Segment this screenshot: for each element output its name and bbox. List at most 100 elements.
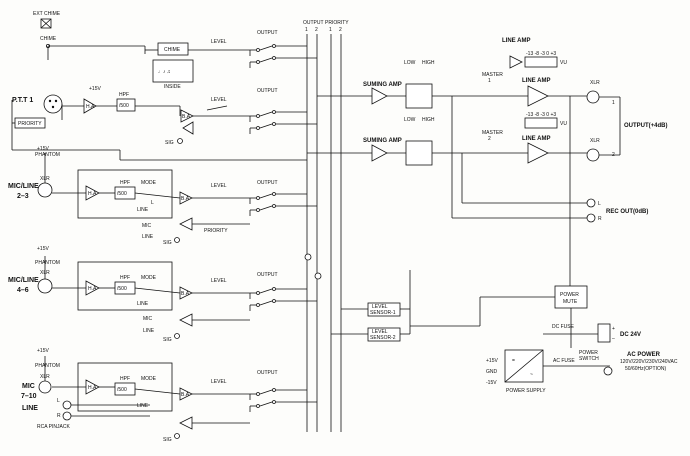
- xlr-input-icon[interactable]: [37, 278, 53, 294]
- level-sensor-1-b: SENSOR-1: [370, 310, 396, 316]
- rca-jack-r-icon[interactable]: [62, 411, 72, 421]
- ptt1-15v: +15V: [89, 86, 101, 92]
- level-sensor-2-b: SENSOR-2: [370, 335, 396, 341]
- chime-label: CHIME: [40, 36, 57, 42]
- level-label: LEVEL: [211, 278, 227, 284]
- bus-output-num-2: 2: [315, 27, 318, 33]
- master-2-label: MASTER: [482, 130, 503, 136]
- vu-meter-2: [524, 117, 558, 129]
- output-switch-contact: [256, 114, 260, 118]
- note-icon: ♩♪ ♫: [158, 69, 171, 75]
- output-switch-contact: [256, 196, 260, 200]
- priority-relay-icon: [304, 253, 312, 261]
- output-switch-contact: [272, 400, 276, 404]
- ch710-mic: MIC: [22, 383, 35, 390]
- summing-amp-2-label: SUMING AMP: [363, 138, 402, 144]
- output-switch-contact: [272, 44, 276, 48]
- hpf-freq: /500: [117, 286, 127, 292]
- vu-meter-1: [524, 56, 558, 68]
- ch46-range: 4–6: [17, 287, 29, 294]
- ha-label: H.A: [88, 385, 97, 391]
- eq-high-label-2: HIGH: [422, 117, 435, 123]
- power-switch-b: SWITCH: [579, 356, 599, 362]
- eq-1-box: [405, 83, 433, 109]
- output-switch-contact: [256, 48, 260, 52]
- rec-out-label: REC OUT(0dB): [606, 209, 648, 215]
- sig-label: SIG: [163, 337, 172, 343]
- rec-out-r-jack-icon[interactable]: [586, 213, 596, 223]
- eq-low-label-1: LOW: [404, 60, 416, 66]
- output-switch-contact: [272, 122, 276, 126]
- ba-label: B.A: [181, 196, 190, 202]
- ac-fuse-label: AC FUSE: [553, 358, 575, 364]
- rec-out-l-jack-icon[interactable]: [586, 198, 596, 208]
- ch23-name: MIC/LINE: [8, 183, 39, 190]
- ha-label: H.A: [86, 104, 95, 110]
- chime-box-label: CHIME: [164, 47, 181, 53]
- ba-label: B.A: [181, 392, 190, 398]
- dc24v-terminal-icon[interactable]: [597, 323, 611, 343]
- line-amp-1-label: LINE AMP: [522, 78, 550, 84]
- chime-generator-box: [157, 42, 189, 56]
- xlr-out-2-label: XLR: [590, 138, 600, 144]
- xlr-output-1-icon[interactable]: [586, 90, 600, 104]
- ha-label: H.A: [88, 286, 97, 292]
- output-level-label: OUTPUT(+4dB): [624, 123, 668, 129]
- line-label: LINE: [137, 207, 149, 213]
- hpf-label: HPF: [120, 180, 130, 186]
- dc24v-label: DC 24V: [620, 332, 641, 338]
- wiring: [11, 100, 307, 424]
- l-label: L: [151, 200, 154, 206]
- xlr-input-icon[interactable]: [37, 182, 53, 198]
- bus-output-label: OUTPUT: [303, 20, 324, 26]
- output-label: OUTPUT: [257, 180, 278, 186]
- xlr-input-icon[interactable]: [38, 380, 52, 394]
- ch23-frame: [77, 169, 173, 219]
- ba-amp-icon: [179, 313, 193, 327]
- ch46-phantom: PHANTOM: [35, 260, 60, 266]
- output-switch-contact: [272, 299, 276, 303]
- xlr-output-2-icon[interactable]: [586, 148, 600, 162]
- output-switch-contact: [272, 192, 276, 196]
- channel-mic-7-10: MIC 7–10 LINE +15V PHANTOM XLR L R RCA P…: [21, 348, 278, 443]
- eq-2-box: [405, 140, 433, 166]
- level-label: LEVEL: [211, 183, 227, 189]
- output-bus: [306, 34, 342, 432]
- master-1-num: 1: [488, 78, 491, 84]
- hpf-freq: /500: [119, 103, 129, 109]
- rca-pinjack-label: RCA PINJACK: [37, 424, 70, 430]
- gnd-label: GND: [486, 369, 498, 375]
- ch46-15v: +15V: [37, 246, 49, 252]
- bus-priority-label: PRIORITY: [325, 20, 349, 26]
- xlr-input-icon[interactable]: [43, 94, 63, 114]
- jack-r-label: R: [57, 413, 61, 419]
- power-switch-a: POWER: [579, 350, 598, 356]
- level-sensor-2-box: [367, 327, 401, 342]
- chime-tones-box: [152, 59, 194, 83]
- line-label-2: LINE: [143, 328, 155, 334]
- hpf-freq: /500: [117, 387, 127, 393]
- ext-chime-label: EXT CHIME: [33, 11, 61, 17]
- output-switch-contact: [256, 404, 260, 408]
- line-amp-1-icon: [527, 85, 549, 107]
- ac-sym: ~: [530, 372, 533, 378]
- ptt1-label: P.T.T 1: [12, 97, 33, 104]
- bus-priority-num-2: 2: [339, 27, 342, 33]
- line-amp-2-label: LINE AMP: [522, 136, 550, 142]
- ba-label: B.A: [182, 114, 191, 120]
- dc-fuse-label: DC FUSE: [552, 324, 575, 330]
- rca-jack-l-icon[interactable]: [62, 400, 72, 410]
- hpf-label: HPF: [120, 376, 130, 382]
- dc-sym: =: [512, 358, 515, 364]
- vu-scale-1: -13 -8 -3 0 +3: [526, 51, 556, 57]
- level-sensor-1-a: LEVEL: [372, 304, 388, 310]
- output-switch-contact: [256, 392, 260, 396]
- output-switch-contact: [272, 110, 276, 114]
- ac-freq: 50/60Hz(OPTION): [625, 366, 666, 372]
- hpf-label: HPF: [120, 275, 130, 281]
- summing-amp-1-label: SUMING AMP: [363, 82, 402, 88]
- ba-label: B.A: [181, 291, 190, 297]
- ac-plug-icon[interactable]: [603, 366, 613, 376]
